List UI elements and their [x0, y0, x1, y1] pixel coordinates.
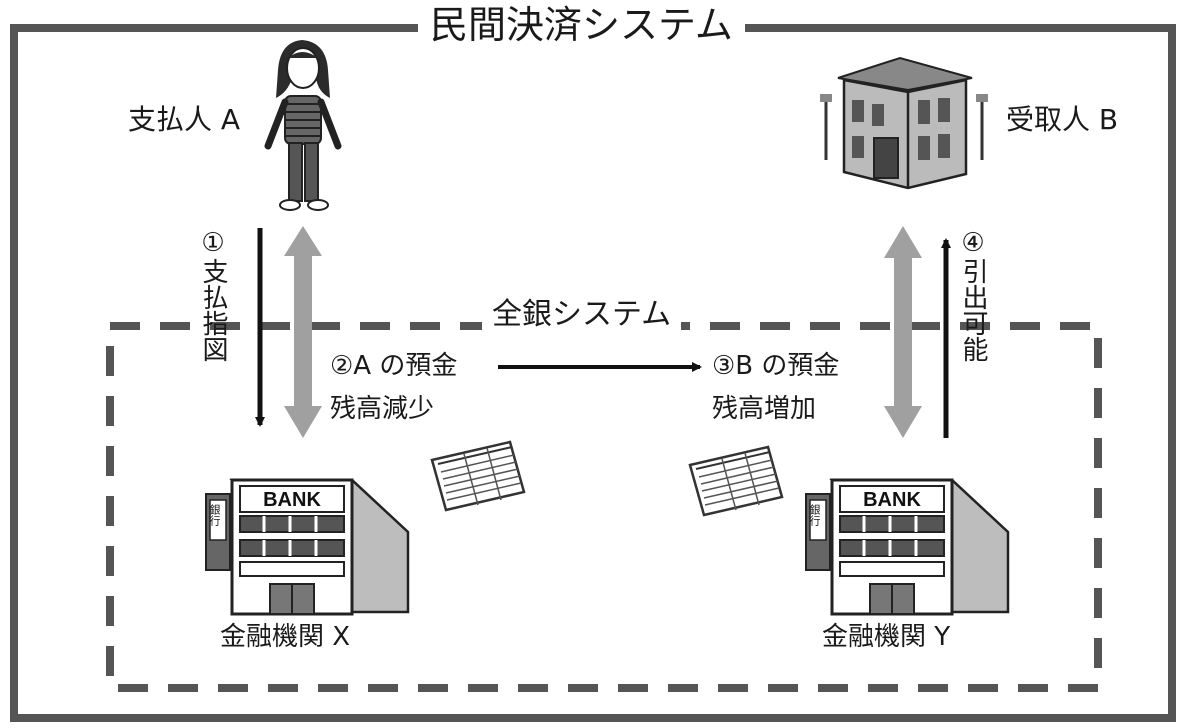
- inner-system-frame: [106, 322, 1102, 692]
- bank-x-building-icon: [205, 478, 410, 616]
- step1-label: ①支払指図: [198, 228, 228, 362]
- bank-x-side-sign: 銀行: [208, 504, 221, 526]
- payer-person-icon: [264, 40, 342, 211]
- outer-system-title: 民間決済システム: [418, 6, 745, 44]
- payee-bank-link-arrow: [884, 226, 922, 438]
- bank-y-label: 金融機関 Y: [822, 622, 951, 652]
- step3-line1: ③B の預金: [712, 351, 840, 381]
- payee-label: 受取人 B: [1006, 103, 1119, 136]
- inner-system-title: 全銀システム: [482, 300, 682, 330]
- bank-y-side-sign: 銀行: [808, 504, 821, 526]
- payer-label: 支払人 A: [128, 103, 241, 136]
- payee-building-icon: [820, 56, 988, 190]
- bank-x-sign: BANK: [263, 489, 321, 511]
- step3-line2: 残高増加: [712, 394, 817, 424]
- ledger-y-icon: [688, 445, 784, 517]
- step2-line1: ②A の預金: [330, 351, 458, 381]
- bank-y-sign: BANK: [863, 489, 921, 511]
- bank-y-building-icon: [805, 478, 1010, 616]
- step2-line2: 残高減少: [330, 394, 435, 424]
- ledger-x-icon: [430, 440, 526, 512]
- bank-x-label: 金融機関 X: [220, 622, 351, 652]
- payer-bank-link-arrow: [284, 226, 322, 438]
- step4-label: ④引出可能: [958, 228, 988, 362]
